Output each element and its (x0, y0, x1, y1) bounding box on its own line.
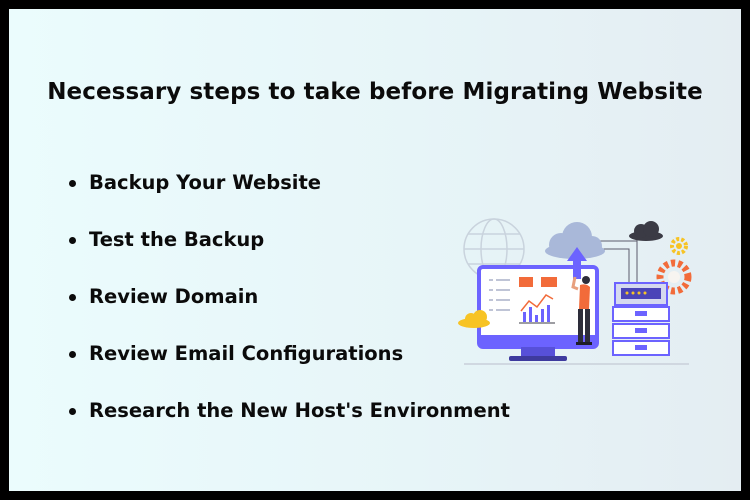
migration-illustration (458, 218, 692, 365)
bullet-icon (69, 294, 76, 301)
bullet-icon (69, 237, 76, 244)
step-label: Test the Backup (89, 228, 265, 251)
slide-frame: Necessary steps to take before Migrating… (9, 9, 741, 491)
list-item: Review Domain (69, 285, 510, 342)
bullet-icon (69, 180, 76, 187)
upload-arrow-icon (567, 247, 587, 279)
yellow-cloud-icon (458, 310, 490, 328)
step-label: Research the New Host's Environment (89, 399, 510, 422)
server-rack-icon (612, 282, 670, 356)
cloud-upload-icon (545, 222, 605, 279)
step-label: Backup Your Website (89, 171, 322, 194)
bar-chart-icon (519, 294, 555, 324)
connector-lines (599, 240, 638, 282)
list-item: Research the New Host's Environment (69, 399, 510, 456)
bullet-icon (69, 408, 76, 415)
dark-cloud-icon (629, 221, 663, 241)
bullet-icon (69, 351, 76, 358)
gear-icon (670, 237, 688, 255)
monitor-icon (477, 265, 599, 361)
list-item: Test the Backup (69, 228, 510, 285)
step-label: Review Email Configurations (89, 342, 404, 365)
steps-list: Backup Your Website Test the Backup Revi… (69, 171, 510, 456)
list-item: Backup Your Website (69, 171, 510, 228)
person-figure (571, 276, 592, 345)
list-item: Review Email Configurations (69, 342, 510, 399)
gear-icon (656, 259, 692, 295)
step-label: Review Domain (89, 285, 259, 308)
page-title: Necessary steps to take before Migrating… (47, 79, 703, 105)
